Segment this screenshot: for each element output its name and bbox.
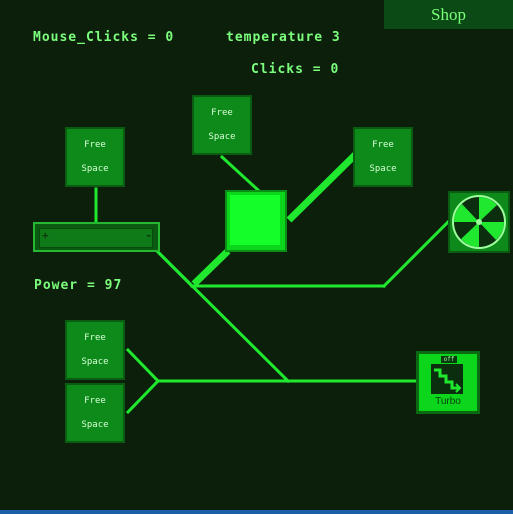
- temperature-label: temperature 3: [226, 30, 341, 45]
- wire-slot5-bus: [125, 378, 161, 415]
- wire-to-fan: [381, 215, 455, 289]
- wire-slot2-core: [219, 154, 261, 193]
- slot-line2: Space: [81, 164, 109, 174]
- battery: + -: [33, 222, 160, 252]
- slot-line1: Free: [84, 333, 106, 343]
- fan-module[interactable]: [448, 191, 510, 253]
- free-space-slot-3[interactable]: Free Space: [353, 127, 413, 187]
- slot-line1: Free: [84, 140, 106, 150]
- slot-line2: Space: [81, 420, 109, 430]
- slot-line1: Free: [372, 140, 394, 150]
- battery-charge-fill: [39, 228, 153, 248]
- wire-battery-bus: [155, 249, 291, 384]
- click-core-button[interactable]: [225, 190, 287, 252]
- slot-line2: Space: [369, 164, 397, 174]
- shop-button[interactable]: Shop: [384, 0, 513, 29]
- wire-slot4-bus: [125, 347, 161, 384]
- battery-plus: +: [42, 229, 49, 242]
- bottom-edge-bar: [0, 510, 513, 514]
- slot-line1: Free: [84, 396, 106, 406]
- turbo-label: Turbo: [435, 396, 461, 407]
- power-label: Power = 97: [34, 278, 123, 293]
- fan-icon: [452, 195, 506, 249]
- stairs-icon: [431, 364, 463, 394]
- turbo-state-badge: off: [441, 356, 457, 363]
- free-space-slot-4[interactable]: Free Space: [65, 320, 125, 380]
- free-space-slot-5[interactable]: Free Space: [65, 383, 125, 443]
- wire-core-junction: [191, 248, 231, 287]
- mouse-clicks-label: Mouse_Clicks = 0: [33, 30, 175, 45]
- slot-line1: Free: [211, 108, 233, 118]
- slot-line2: Space: [81, 357, 109, 367]
- wire-core-slot3: [286, 151, 359, 223]
- clicks-label: Clicks = 0: [251, 62, 340, 77]
- free-space-slot-1[interactable]: Free Space: [65, 127, 125, 187]
- free-space-slot-2[interactable]: Free Space: [192, 95, 252, 155]
- turbo-button[interactable]: off Turbo: [416, 351, 480, 414]
- slot-line2: Space: [208, 132, 236, 142]
- battery-minus: -: [145, 229, 152, 242]
- core-inner: [230, 195, 280, 245]
